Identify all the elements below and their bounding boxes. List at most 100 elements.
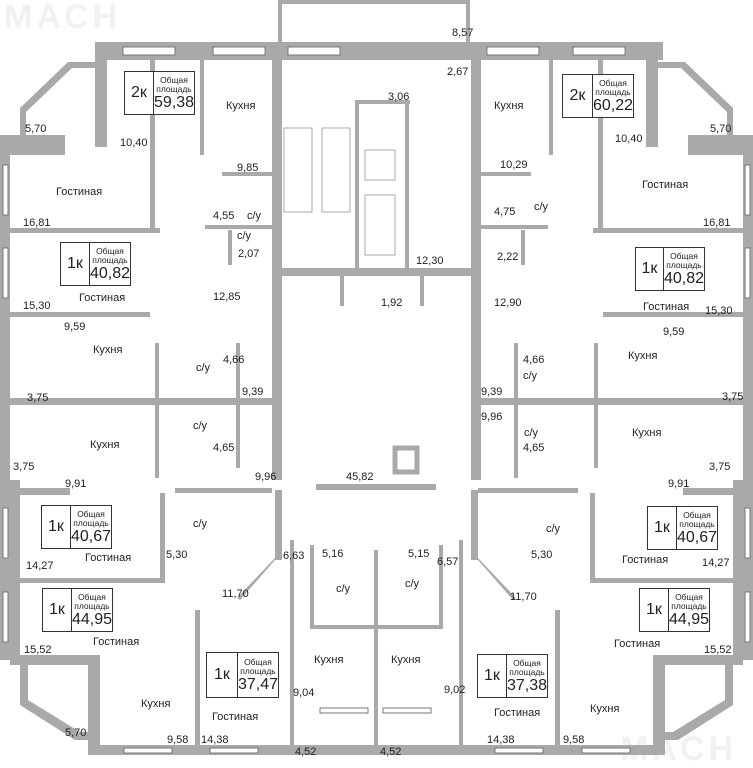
room-count: 2к <box>563 75 593 117</box>
room-area: 2,22 <box>497 251 519 263</box>
area-label: Общая площадь <box>595 77 631 97</box>
room-area: 9,39 <box>481 386 503 398</box>
room-area: 3,06 <box>388 91 410 103</box>
area-value: 37,47 <box>237 675 278 693</box>
room-label: с/у <box>523 370 538 382</box>
room-label: Кухня <box>226 100 256 112</box>
room-count: 1к <box>61 243 90 285</box>
area-label: Общая площадь <box>666 250 702 270</box>
area-value: 60,22 <box>592 96 633 114</box>
area-label: Общая площадь <box>509 657 545 677</box>
room-area: 4,65 <box>213 442 235 454</box>
room-area: 5,16 <box>322 548 344 560</box>
room-area: 3,75 <box>13 461 35 473</box>
room-count: 1к <box>207 653 238 697</box>
area-value: 40,67 <box>676 528 717 546</box>
room-area: 12,30 <box>416 255 444 267</box>
room-area: 9,91 <box>65 478 87 490</box>
room-label: с/у <box>196 362 211 374</box>
area-label: Общая площадь <box>92 245 128 265</box>
room-area: 5,70 <box>25 123 47 135</box>
room-area: 4,66 <box>223 354 245 366</box>
room-count: 1к <box>640 589 669 631</box>
room-area: 5,30 <box>166 549 188 561</box>
room-label: с/у <box>534 201 549 213</box>
room-label: Гостиная <box>56 186 103 198</box>
room-area: 14,38 <box>201 734 229 746</box>
room-area: 5,70 <box>710 123 732 135</box>
room-label: Кухня <box>628 350 658 362</box>
room-area: 9,96 <box>481 411 503 423</box>
room-area: 16,81 <box>23 217 51 229</box>
area-value: 59,38 <box>153 93 194 111</box>
watermark-logo: МАСН <box>4 0 122 36</box>
room-label: Кухня <box>90 439 120 451</box>
room-area: 16,81 <box>703 217 731 229</box>
room-label: с/у <box>237 230 252 242</box>
room-area: 9,96 <box>255 471 277 483</box>
room-area: 11,70 <box>510 591 537 603</box>
room-label: Кухня <box>314 654 344 666</box>
room-area: 9,85 <box>237 162 259 174</box>
room-label: Гостиная <box>494 707 541 719</box>
room-area: 1,92 <box>381 297 403 309</box>
room-area: 4,75 <box>494 206 516 218</box>
room-label: Гостиная <box>79 292 126 304</box>
room-area: 9,39 <box>242 386 264 398</box>
room-area: 6,63 <box>283 550 305 562</box>
room-label: Гостиная <box>212 711 259 723</box>
room-area: 9,04 <box>293 687 315 699</box>
room-area: 9,59 <box>663 326 685 338</box>
room-label: с/у <box>336 583 351 595</box>
room-area: 5,70 <box>65 727 87 739</box>
area-label: Общая площадь <box>73 508 109 528</box>
room-label: с/у <box>524 427 539 439</box>
room-area: 2,67 <box>447 66 469 78</box>
area-label: Общая площадь <box>240 656 276 676</box>
room-label: Гостиная <box>85 552 132 564</box>
room-count: 1к <box>43 589 72 631</box>
room-count: 1к <box>478 655 507 697</box>
room-area: 3,75 <box>722 391 744 403</box>
area-label: Общая площадь <box>156 74 192 94</box>
area-label: Общая площадь <box>671 591 707 611</box>
room-area: 15,30 <box>23 300 51 312</box>
room-label: Кухня <box>141 698 171 710</box>
area-value: 37,38 <box>506 676 547 694</box>
room-area: 9,91 <box>668 478 690 490</box>
room-area: 9,02 <box>444 684 466 696</box>
room-area: 15,52 <box>704 644 732 656</box>
area-value: 40,82 <box>89 264 130 282</box>
room-label: Гостиная <box>642 179 689 191</box>
room-area: 12,85 <box>213 291 241 303</box>
room-label: Кухня <box>494 100 524 112</box>
room-area: 11,70 <box>222 588 249 600</box>
room-area: 15,30 <box>705 305 733 317</box>
room-label: Гостиная <box>643 301 690 313</box>
room-area: 4,66 <box>523 354 545 366</box>
room-label: Кухня <box>590 703 620 715</box>
room-area: 3,75 <box>709 461 731 473</box>
room-label: Гостиная <box>614 638 661 650</box>
room-area: 8,57 <box>452 27 474 39</box>
room-label: Гостиная <box>622 554 669 566</box>
room-count: 1к <box>42 506 71 548</box>
room-count: 2к <box>125 72 154 114</box>
room-area: 4,65 <box>523 442 545 454</box>
area-label: Общая площадь <box>679 509 715 529</box>
room-area: 9,59 <box>64 321 86 333</box>
room-area: 3,75 <box>27 392 49 404</box>
room-area: 9,58 <box>167 734 189 746</box>
